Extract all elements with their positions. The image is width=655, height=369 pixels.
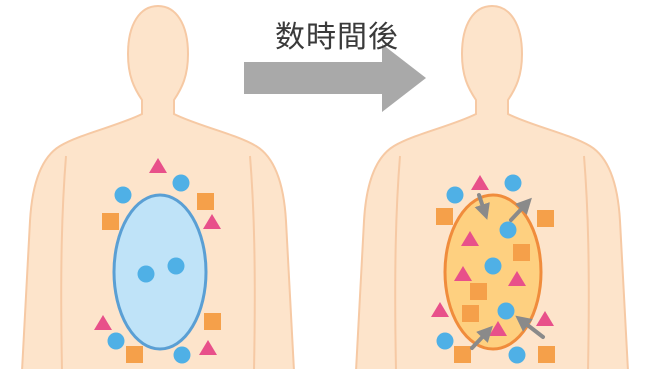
- particle-circle: [172, 174, 190, 192]
- particle-square: [102, 213, 119, 230]
- movement-arrow: [470, 325, 493, 350]
- movement-arrow: [515, 315, 545, 339]
- particle-square: [197, 193, 214, 210]
- movement-arrow: [509, 197, 532, 222]
- particle-square: [204, 313, 221, 330]
- particle-circle: [107, 332, 125, 350]
- particle-circle: [497, 302, 515, 320]
- particle-triangle: [489, 321, 507, 336]
- time-caption: 数時間後: [275, 20, 399, 55]
- particle-circle: [508, 346, 526, 364]
- particle-triangle: [471, 175, 489, 190]
- particle-circle: [167, 257, 185, 275]
- container-before: [112, 193, 208, 351]
- particle-circle: [504, 174, 522, 192]
- particle-triangle: [149, 158, 167, 173]
- particle-circle: [114, 186, 132, 204]
- particle-triangle: [508, 271, 526, 286]
- particle-square: [537, 210, 554, 227]
- particle-circle: [137, 265, 155, 283]
- particle-square: [513, 244, 530, 261]
- body-silhouette-before: [21, 5, 295, 369]
- particle-square: [436, 208, 453, 225]
- particle-square: [454, 346, 471, 363]
- particle-triangle: [199, 340, 217, 355]
- particle-square: [470, 283, 487, 300]
- particle-circle: [499, 221, 517, 239]
- particle-circle: [484, 257, 502, 275]
- particle-triangle: [203, 214, 221, 229]
- movement-arrow: [474, 193, 490, 220]
- body-silhouette-after: [355, 5, 629, 369]
- particle-triangle: [431, 302, 449, 317]
- particle-triangle: [461, 231, 479, 246]
- particle-circle: [446, 186, 464, 204]
- particle-triangle: [94, 315, 112, 330]
- particle-triangle: [454, 266, 472, 281]
- particle-triangle: [536, 311, 554, 326]
- particle-square: [538, 346, 555, 363]
- particle-square: [462, 305, 479, 322]
- particle-circle: [173, 346, 191, 364]
- particle-square: [126, 346, 143, 363]
- particle-circle: [436, 332, 454, 350]
- time-arrow: [244, 44, 426, 112]
